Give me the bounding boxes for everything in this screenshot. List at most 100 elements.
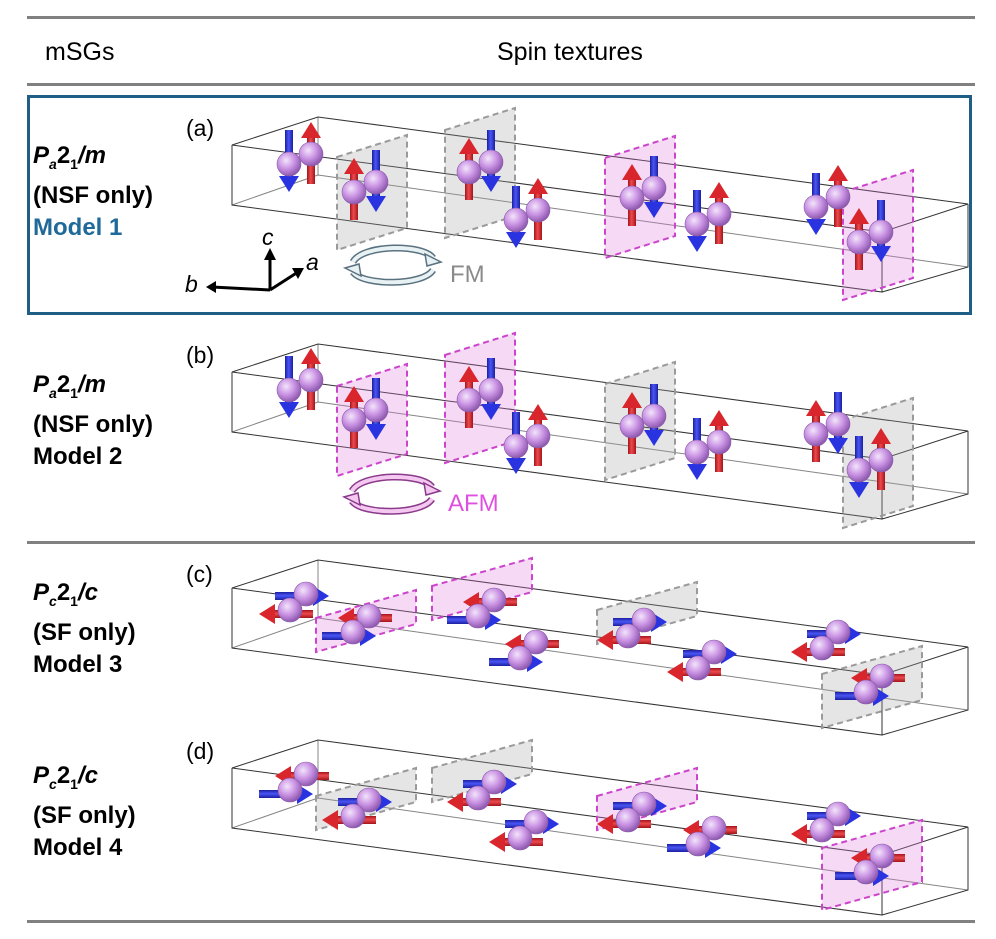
pair-b2-atom-left (341, 407, 367, 433)
panel-c-type: (SF only) (33, 618, 136, 646)
pair-c4-atom-top (523, 629, 549, 655)
pair-d3-atom-bottom (465, 785, 491, 811)
pair-c6-atom-top (701, 639, 727, 665)
pair-b8-atom-right (868, 447, 894, 473)
panel-d-model: Model 4 (33, 833, 123, 861)
axis-c-label: c (262, 224, 274, 250)
pair-a4-atom-left (503, 207, 529, 233)
panel-c-msg-name: Pc21/c (33, 579, 98, 609)
pair-a3-atom-left (456, 159, 482, 185)
axis-b-label: b (185, 271, 198, 297)
pair-d8-atom-top (869, 843, 895, 869)
panel-d-type: (SF only) (33, 801, 136, 829)
panel-b-model: Model 2 (33, 442, 123, 470)
panel-b-label: Pa21/m (NSF only) Model 2 (33, 369, 153, 473)
pair-b7-atom-right (825, 411, 851, 437)
panel-b-type: (NSF only) (33, 410, 153, 438)
pair-a2-atom-right (363, 169, 389, 195)
pair-c3-atom-top (481, 587, 507, 613)
pair-d2-atom-bottom (340, 803, 366, 829)
pair-b4-atom-left (503, 433, 529, 459)
pair-c5-atom-bottom (615, 623, 641, 649)
pair-b8-atom-left (846, 457, 872, 483)
panel-a-type: (NSF only) (33, 181, 153, 209)
fm-label: FM (450, 261, 485, 288)
header-rule (27, 83, 975, 86)
pair-a1-atom-right (298, 141, 324, 167)
panel-a-msg-name: Pa21/m (33, 142, 106, 172)
pair-d6-atom-bottom (685, 831, 711, 857)
pair-c6-atom-bottom (685, 655, 711, 681)
bottom-rule (27, 920, 975, 923)
plane-c2 (431, 556, 533, 622)
header-spin-textures: Spin textures (497, 38, 643, 66)
header-msgs: mSGs (45, 38, 115, 66)
axis-a-label: a (306, 249, 319, 275)
model-1-highlight-box (27, 95, 972, 315)
panel-a-label: Pa21/m (NSF only) Model 1 (33, 140, 153, 244)
pair-c8-atom-bottom (853, 679, 879, 705)
pair-d7-atom-top (825, 801, 851, 827)
pair-d4-atom-bottom (507, 825, 533, 851)
axis-a-line (269, 270, 299, 292)
panel-d-msg-name: Pc21/c (33, 762, 98, 792)
pair-c8-atom-top (869, 663, 895, 689)
panel-c-label: Pc21/c (SF only) Model 3 (33, 577, 136, 681)
panel-c-tag: (c) (186, 561, 213, 587)
pair-c5-atom-top (631, 607, 657, 633)
pair-a8-atom-left (846, 229, 872, 255)
top-rule (27, 16, 975, 19)
pair-c1-atom-top (293, 581, 319, 607)
pair-a6-atom-right (706, 201, 732, 227)
pair-d4-atom-top (523, 809, 549, 835)
afm-cycle-icon (341, 473, 443, 515)
pair-b3-atom-right (478, 377, 504, 403)
pair-b1-atom-right (298, 367, 324, 393)
panel-b-msg-name: Pa21/m (33, 371, 106, 401)
pair-d1-atom-top (293, 761, 319, 787)
pair-a3-atom-right (478, 149, 504, 175)
pair-a1-atom-left (276, 151, 302, 177)
pair-b1-atom-left (276, 377, 302, 403)
axis-b-line (211, 285, 271, 292)
pair-b6-atom-left (684, 439, 710, 465)
section-rule (27, 541, 975, 544)
panel-a-model: Model 1 (33, 213, 123, 241)
pair-a2-atom-left (341, 179, 367, 205)
pair-b3-atom-left (456, 387, 482, 413)
pair-a6-atom-left (684, 211, 710, 237)
pair-b5-atom-right (641, 403, 667, 429)
fm-cycle-icon (342, 244, 444, 286)
box-d-front (231, 768, 883, 916)
pair-b7-atom-left (803, 421, 829, 447)
pair-b4-atom-right (525, 423, 551, 449)
panel-d-tag: (d) (186, 738, 215, 764)
pair-d8-atom-bottom (853, 859, 879, 885)
plane-d2 (431, 738, 533, 804)
pair-a5-atom-right (641, 175, 667, 201)
pair-c7-atom-bottom (809, 635, 835, 661)
pair-d2-atom-top (356, 787, 382, 813)
pair-d1-atom-bottom (277, 777, 303, 803)
panel-a-tag: (a) (186, 115, 215, 141)
afm-label: AFM (448, 490, 499, 517)
pair-a5-atom-left (619, 185, 645, 211)
pair-c2-atom-top (356, 603, 382, 629)
panel-d-label: Pc21/c (SF only) Model 4 (33, 760, 136, 864)
pair-c3-atom-bottom (465, 603, 491, 629)
box-c-front (231, 588, 883, 736)
pair-b5-atom-left (619, 413, 645, 439)
pair-a7-atom-left (803, 194, 829, 220)
pair-d5-atom-top (631, 791, 657, 817)
panel-c-model: Model 3 (33, 650, 123, 678)
pair-c2-atom-bottom (340, 619, 366, 645)
pair-a8-atom-right (868, 219, 894, 245)
pair-c4-atom-bottom (507, 645, 533, 671)
pair-c1-atom-bottom (277, 597, 303, 623)
pair-c7-atom-top (825, 619, 851, 645)
box-a-front (231, 145, 883, 293)
pair-b6-atom-right (706, 429, 732, 455)
pair-d7-atom-bottom (809, 817, 835, 843)
axis-c-head (264, 248, 276, 260)
pair-a4-atom-right (525, 197, 551, 223)
